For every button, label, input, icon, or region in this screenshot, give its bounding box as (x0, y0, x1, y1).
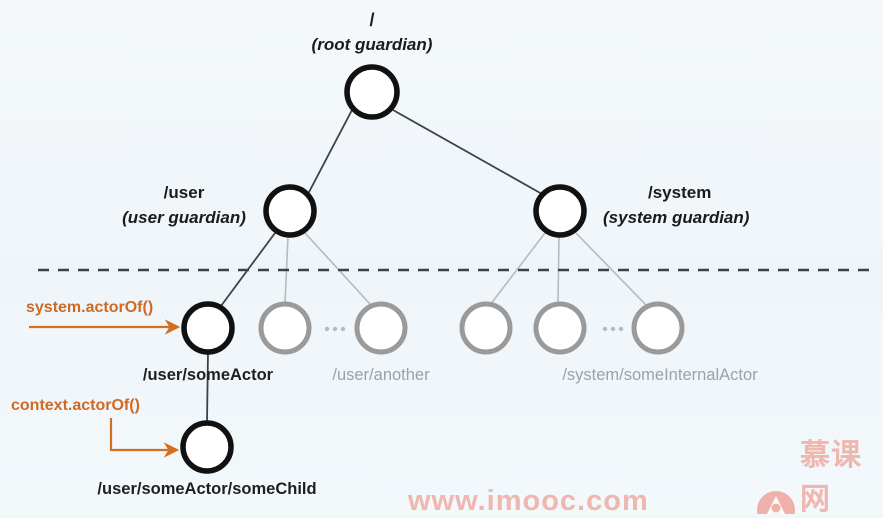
watermark-brand-text: 慕课网 (800, 439, 862, 516)
edge-system-to-muted-3 (575, 232, 647, 306)
system-guardian-caption: (system guardian) (603, 208, 749, 228)
node-some-child[interactable] (180, 420, 234, 474)
system-actor-of-text: system.actorOf() (26, 299, 154, 316)
user-guardian-caption-text: (user guardian) (122, 208, 246, 227)
ellipsis-dot-system-3 (618, 326, 624, 332)
system-guardian-path-label: /system (648, 183, 711, 203)
system-guardian-path-text: /system (648, 183, 712, 202)
root-guardian-caption-text: (root guardian) (311, 35, 433, 54)
node-system-internal[interactable] (533, 301, 587, 355)
root-guardian-caption: (root guardian) (272, 35, 472, 55)
system-internal-path-text: /system/someInternalActor (562, 366, 758, 384)
node-user-guardian[interactable] (263, 184, 317, 238)
user-guardian-caption: (user guardian) (110, 208, 258, 228)
some-child-path-label: /user/someActor/someChild (62, 480, 352, 500)
ellipsis-dots-group (324, 326, 624, 332)
nodes-muted (258, 301, 685, 355)
node-system-muted-3[interactable] (631, 301, 685, 355)
node-system-muted-1[interactable] (459, 301, 513, 355)
edge-root-to-system-guardian (392, 109, 543, 195)
some-child-path-text: /user/someActor/someChild (97, 480, 317, 498)
node-root-guardian[interactable] (344, 64, 400, 120)
some-actor-path-text: /user/someActor (142, 366, 274, 384)
root-slash-text: / (369, 10, 375, 30)
user-guardian-path-label: /user (110, 183, 258, 203)
context-actor-of-text: context.actorOf() (11, 397, 140, 414)
user-another-path-label: /user/another (286, 366, 476, 386)
edge-some-actor-to-some-child (206, 351, 209, 424)
watermark-url-text: www.imooc.com (408, 485, 649, 517)
ellipsis-dot-user-3 (340, 326, 346, 332)
system-guardian-caption-text: (system guardian) (603, 208, 750, 227)
system-actor-of-annotation: system.actorOf() (26, 299, 153, 318)
user-guardian-path-text: /user (163, 183, 205, 202)
root-guardian-slash-label: / (332, 10, 412, 31)
annotation-arrows (29, 319, 181, 458)
edge-root-to-user-guardian (307, 109, 353, 195)
ellipsis-dot-user-2 (332, 326, 338, 332)
node-some-actor[interactable] (181, 301, 235, 355)
some-actor-path-label: /user/someActor (113, 366, 303, 386)
system-internal-path-label: /system/someInternalActor (530, 366, 790, 386)
context-actor-of-annotation: context.actorOf() (11, 397, 140, 416)
user-another-path-text: /user/another (332, 366, 430, 384)
ellipsis-dot-system-1 (602, 326, 608, 332)
ellipsis-dot-user-1 (324, 326, 330, 332)
edges-root-to-guardians (307, 109, 543, 195)
edge-system-to-muted-1 (489, 232, 546, 306)
arrow-context-actor-of (109, 418, 180, 458)
ellipsis-dot-system-2 (610, 326, 616, 332)
node-system-guardian[interactable] (533, 184, 587, 238)
node-user-another[interactable] (354, 301, 408, 355)
nodes-active (180, 64, 587, 474)
imooc-logo-icon (757, 491, 795, 514)
edge-user-to-muted-2 (304, 232, 371, 305)
node-user-muted-1[interactable] (258, 301, 312, 355)
